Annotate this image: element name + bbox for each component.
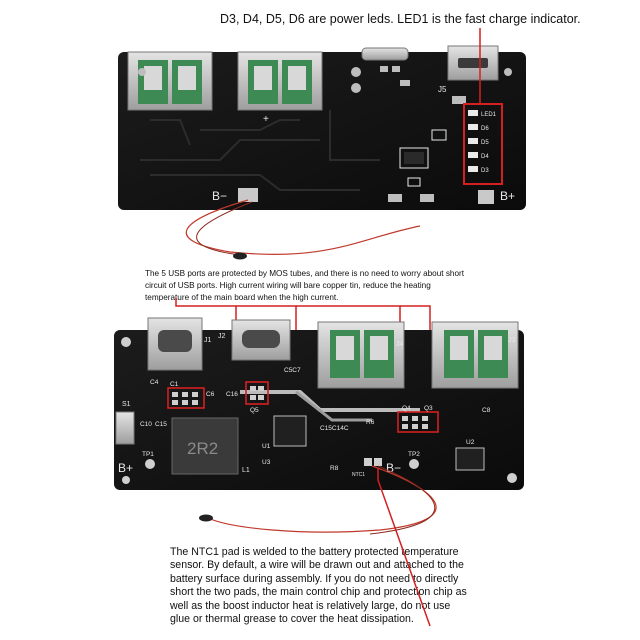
plus-mark: + [263, 114, 269, 125]
ntc-label: NTC1 [352, 472, 365, 478]
bottom-board: J1 J2 J4 J3 [114, 317, 524, 490]
c15-label: C15 [155, 421, 167, 428]
led-highlight-box [463, 103, 503, 185]
top-ntc-sensor [233, 252, 247, 260]
q3-label: Q3 [424, 405, 433, 412]
bottom-mounting-holes [121, 337, 517, 484]
s1-label: S1 [122, 401, 131, 408]
micro-usb-port [447, 45, 499, 81]
c1-label: C1 [170, 381, 179, 388]
caption-ntc: The NTC1 pad is welded to the battery pr… [170, 546, 470, 626]
mos-pads [172, 386, 428, 429]
ntc-pad [364, 458, 372, 466]
j2-label: J2 [218, 333, 226, 340]
usb-a-port-2 [237, 51, 323, 111]
top-small-pad [388, 194, 402, 202]
ntc-pad [374, 458, 382, 466]
top-traces [140, 110, 380, 191]
bottom-b-plus-label: B+ [118, 461, 133, 475]
top-pcb [118, 52, 526, 210]
top-b-plus-label: B+ [500, 189, 515, 203]
mos-highlight-boxes [167, 381, 439, 433]
r8-label: R8 [330, 465, 339, 472]
usb-c-port-j2 [231, 319, 291, 361]
caption-bottom-line: sensor. By default, a wire will be drawn… [170, 559, 464, 572]
caption-bottom-line: short the two pads, the main control chi… [170, 586, 467, 599]
top-b-minus-label: B− [212, 189, 227, 203]
c4-label: C4 [150, 379, 159, 386]
caption-mid-line: The 5 USB ports are protected by MOS tub… [145, 269, 465, 278]
j3-label: J3 [508, 337, 516, 344]
top-small-pad [420, 194, 434, 202]
caption-bottom-line: well as the boost inductor heat is relat… [170, 599, 451, 612]
c6-label: C6 [206, 391, 215, 398]
tp1-label: TP1 [142, 451, 154, 458]
main-control-chip [273, 415, 307, 447]
bottom-ntc-sensor [199, 514, 213, 522]
switch-s1 [115, 411, 135, 445]
caption-top: D3, D4, D5, D6 are power leds. LED1 is t… [220, 12, 581, 26]
top-pads [138, 66, 512, 104]
top-ntc-wire [185, 199, 421, 255]
c5c7-label: C5C7 [284, 367, 301, 374]
bottom-ntc-wire [369, 465, 436, 535]
caption-bottom-line: The NTC1 pad is welded to the battery pr… [170, 546, 459, 558]
top-chip-outlines [399, 129, 447, 187]
tp1-pad [145, 459, 155, 469]
c16-label: C16 [226, 391, 238, 398]
j4-label: J4 [396, 341, 404, 348]
d4-label: D4 [481, 154, 489, 160]
caption-mos-protection: The 5 USB ports are protected by MOS tub… [145, 268, 485, 304]
usb-a-port-1 [127, 51, 213, 111]
d3-label: D3 [481, 168, 489, 174]
top-chip [404, 152, 424, 164]
bare-copper-trace [295, 390, 372, 422]
caption-bottom-line: glue or thermal grease to cover the heat… [170, 613, 414, 626]
led-column: LED1 D6 D5 D4 D3 [463, 103, 503, 185]
usb-a-port-j4 [317, 321, 405, 389]
j1-label: J1 [204, 337, 212, 344]
tp2-pad [409, 459, 419, 469]
caption-mid-line: circuit of USB ports. High current wirin… [145, 281, 431, 290]
top-b-minus-pad [238, 188, 258, 202]
top-ntc-wire [196, 201, 253, 256]
inductor-marking: 2R2 [187, 439, 218, 458]
top-b-plus-pad [478, 190, 494, 204]
usb-a-port-j3 [431, 321, 519, 389]
ntc-callout-line [377, 468, 431, 627]
r6-label: R6 [366, 419, 375, 426]
protection-chip-u2 [455, 447, 485, 471]
u1-label: U1 [262, 443, 271, 450]
tp2-label: TP2 [408, 451, 420, 458]
q5-label: Q5 [250, 407, 259, 414]
u3-label: U3 [262, 459, 271, 466]
c8-label: C8 [482, 407, 491, 414]
u2-label: U2 [466, 439, 475, 446]
caption-mid-line: temperature of the main board when the h… [145, 293, 339, 302]
c10-label: C10 [140, 421, 152, 428]
d6-label: D6 [481, 126, 489, 132]
j5-label: J5 [438, 85, 447, 94]
inductor-l1: 2R2 [171, 417, 239, 475]
usb-c-port-j1 [147, 317, 203, 371]
led1-label: LED1 [481, 112, 497, 118]
q4-label: Q4 [402, 405, 411, 412]
d5-label: D5 [481, 140, 489, 146]
caption-bottom-line: battery surface during assembly. If you … [170, 572, 459, 585]
l1-label: L1 [242, 467, 250, 474]
c15c14c-label: C15C14C [320, 425, 349, 432]
usb-c-port-top [361, 47, 409, 61]
top-board: + J5 [118, 28, 526, 260]
